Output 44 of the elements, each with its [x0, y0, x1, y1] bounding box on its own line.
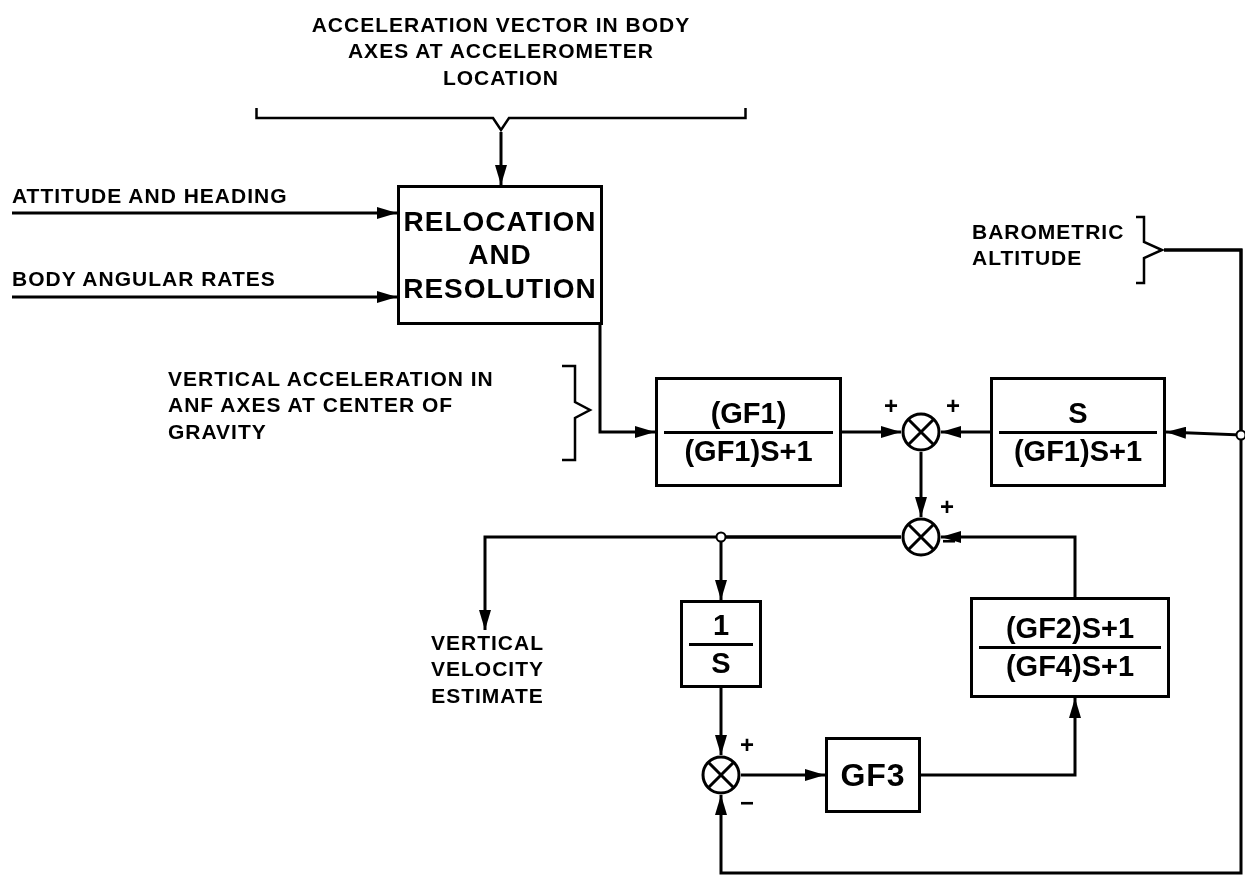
summing-junction [901, 517, 941, 557]
numerator-text: S [999, 395, 1157, 434]
arrow [715, 248, 1243, 875]
arrow [921, 698, 1081, 777]
numerator-text: 1 [689, 607, 753, 646]
signal-label: ACCELERATION VECTOR IN BODY AXES AT ACCELEROMETER LOCATION [310, 12, 692, 91]
arrow [842, 426, 901, 438]
signal-label: BODY ANGULAR RATES [12, 266, 277, 292]
denominator-text: (GF4)S+1 [1005, 649, 1135, 684]
block-text: RELOCATION AND RESOLUTION [402, 204, 598, 306]
denominator-text: (GF1)S+1 [1013, 433, 1143, 469]
arrow [915, 452, 927, 517]
signal-label: VERTICAL ACCELERATION IN ANF AXES AT CENTER OF GRAVITY [168, 366, 495, 445]
denominator-text: (GF1)S+1 [684, 433, 813, 469]
arrow [741, 769, 825, 781]
sign-label: + [946, 394, 960, 418]
arrow [12, 291, 397, 303]
transfer-function-box [655, 377, 842, 487]
sign-label: + [940, 495, 954, 519]
block-box [825, 737, 921, 813]
transfer-function-box [970, 597, 1170, 698]
transfer-function-box [680, 600, 762, 688]
sign-label: − [942, 529, 956, 553]
arrow [941, 531, 1077, 597]
arrow [598, 325, 655, 438]
numerator-text: (GF2)S+1 [979, 611, 1161, 649]
signal-label: VERTICAL VELOCITY ESTIMATE [430, 630, 545, 709]
transfer-function-box [990, 377, 1166, 487]
sign-label: + [740, 733, 754, 757]
denominator-text: S [711, 645, 731, 681]
block-box [397, 185, 603, 325]
summing-junction [901, 412, 941, 452]
block-text: GF3 [840, 755, 906, 795]
arrow [495, 132, 507, 185]
sign-label: + [884, 394, 898, 418]
signal-label: BAROMETRIC ALTITUDE [972, 219, 1126, 272]
summing-junction [701, 755, 741, 795]
arrow [715, 535, 901, 600]
signal-label: ATTITUDE AND HEADING [12, 183, 289, 209]
arrow [12, 207, 397, 219]
arrow [715, 688, 727, 755]
numerator-text: (GF1) [664, 395, 833, 434]
sign-label: − [740, 791, 754, 815]
arrow [941, 426, 990, 438]
